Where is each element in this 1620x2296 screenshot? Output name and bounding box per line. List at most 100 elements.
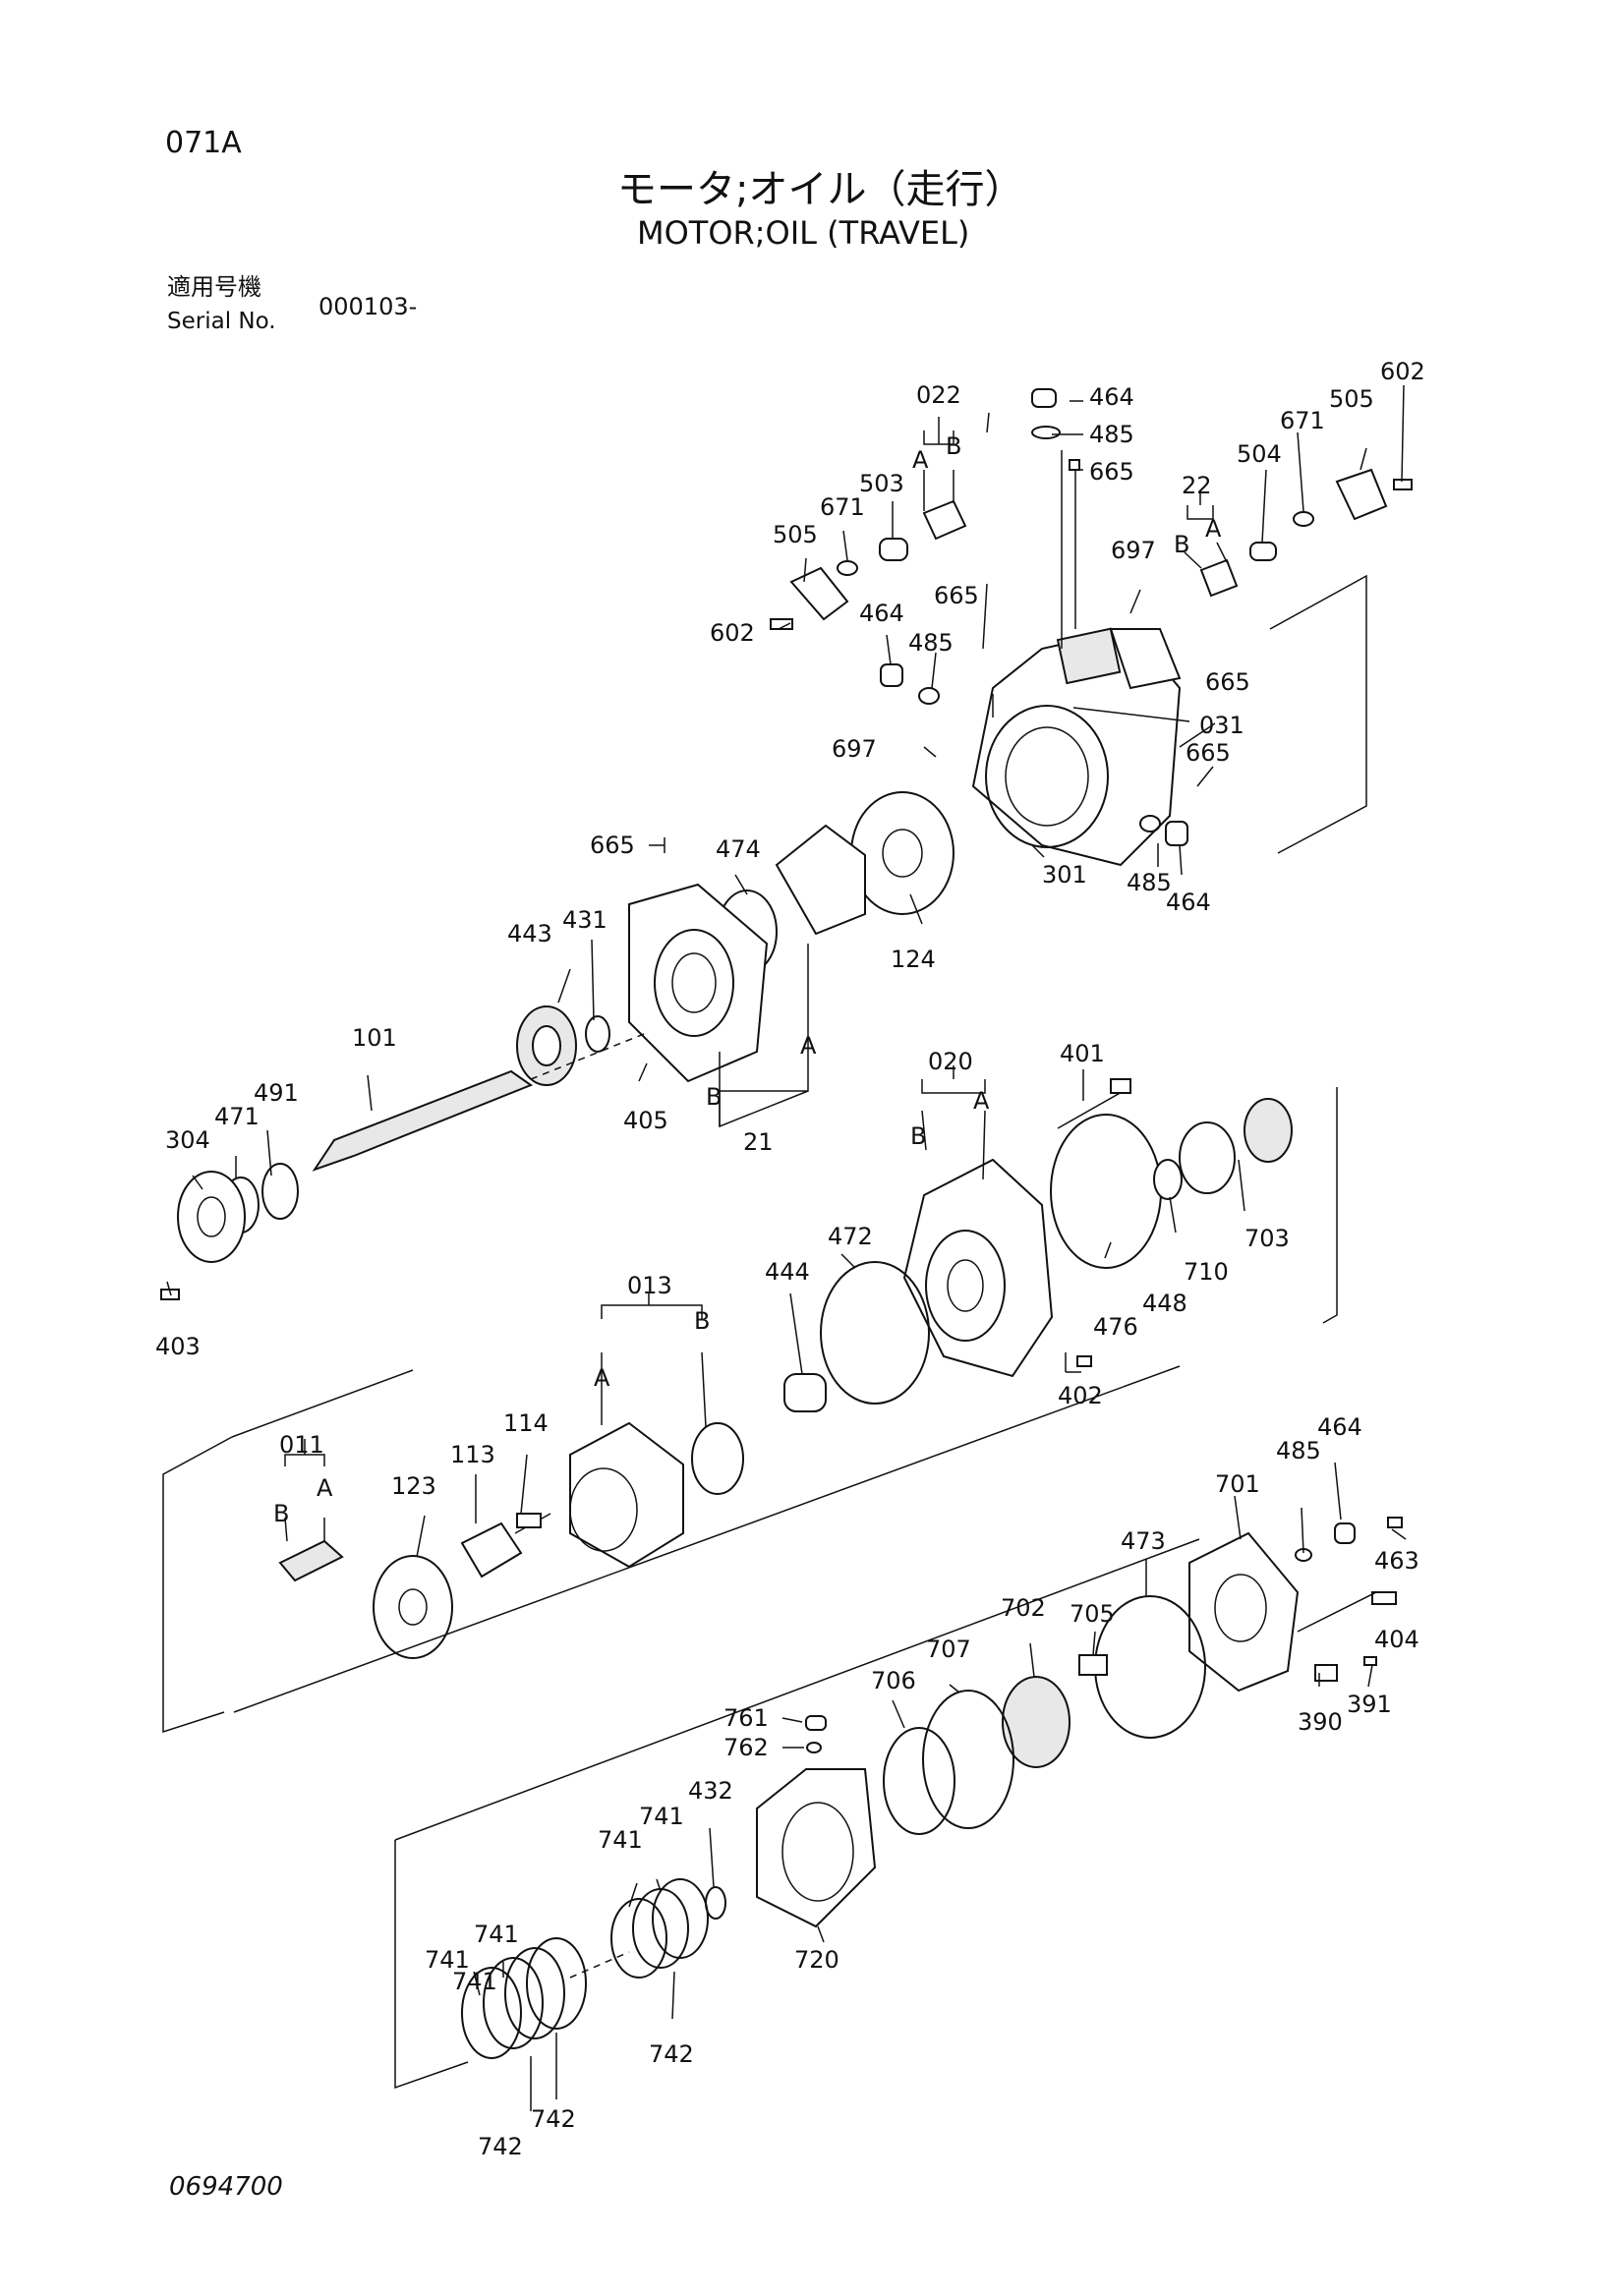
callout-label: 464 — [859, 600, 904, 627]
bearing-113 — [460, 1521, 523, 1578]
callout-label: 431 — [562, 906, 608, 934]
callout-label: 402 — [1058, 1382, 1103, 1409]
part-callouts: 022 A B 464 485 665 22 B A 602 505 671 5… — [155, 358, 1425, 2160]
leader-lines — [162, 384, 1407, 2111]
callout-label: B — [694, 1307, 710, 1335]
swash-plate-474 — [775, 824, 866, 936]
snap-ring-431 — [585, 1015, 610, 1053]
callout-label: 665 — [1186, 739, 1231, 767]
callout-label: 101 — [352, 1024, 397, 1052]
callout-label: 304 — [165, 1126, 210, 1154]
callout-label: 011 — [279, 1431, 324, 1459]
callout-label: 505 — [773, 521, 818, 548]
plate-742-b — [483, 1957, 544, 2049]
callout-label: 391 — [1347, 1691, 1392, 1718]
callout-label: 665 — [934, 582, 979, 609]
bolt-463 — [1387, 1517, 1403, 1528]
callout-label: 706 — [871, 1667, 916, 1694]
callout-label: 113 — [450, 1441, 495, 1468]
callout-label: 473 — [1121, 1527, 1166, 1555]
callout-label: 476 — [1093, 1313, 1138, 1341]
callout-label: B — [273, 1500, 289, 1527]
title-english: MOTOR;OIL (TRAVEL) — [637, 214, 970, 252]
callout-label: 707 — [926, 1636, 971, 1663]
callout-label: 390 — [1298, 1708, 1343, 1736]
cover-701 — [1188, 1531, 1300, 1693]
callout-label: 703 — [1244, 1225, 1290, 1252]
shaft-101 — [312, 1069, 534, 1172]
rivet-391 — [1363, 1656, 1377, 1666]
plug-504 — [1249, 542, 1277, 561]
bolt-401 — [1110, 1078, 1131, 1094]
oring-485-low — [1139, 815, 1161, 832]
gear-703 — [1244, 1098, 1293, 1163]
callout-label: 472 — [828, 1223, 873, 1250]
callout-label: 405 — [623, 1107, 668, 1134]
callout-label: 448 — [1142, 1290, 1187, 1317]
oring-710 — [1179, 1121, 1236, 1194]
flange-housing — [628, 883, 769, 1083]
gasket-476 — [1050, 1114, 1162, 1269]
plug-464-top — [1031, 388, 1057, 408]
callout-label: 742 — [478, 2133, 523, 2160]
cover-304 — [177, 1171, 246, 1263]
callout-label: 697 — [1111, 537, 1156, 564]
callout-label: 443 — [507, 920, 552, 947]
plate-742-a — [632, 1888, 689, 1969]
callout-label: 485 — [1127, 869, 1172, 896]
callout-label: 474 — [716, 835, 761, 863]
callout-label: B — [946, 432, 961, 460]
valve-022 — [922, 499, 967, 541]
callout-label: 403 — [155, 1333, 201, 1360]
title-japanese: モータ;オイル（走行） — [617, 167, 1024, 212]
piston-702 — [1002, 1676, 1070, 1768]
disc-741-a — [610, 1898, 667, 1979]
callout-label: 491 — [254, 1079, 299, 1107]
callout-label: A — [800, 1032, 817, 1060]
disc-741-d — [504, 1947, 565, 2039]
callout-label: B — [1174, 531, 1189, 558]
bearing-448 — [1153, 1159, 1183, 1200]
plug-761 — [805, 1715, 827, 1731]
plug-503 — [879, 538, 908, 561]
seal-491 — [261, 1163, 299, 1220]
callout-label: A — [912, 446, 929, 474]
callout-label: 464 — [1166, 889, 1211, 916]
oring-762 — [806, 1742, 822, 1753]
plate-390 — [1314, 1664, 1338, 1682]
housing-720 — [756, 1768, 877, 1928]
callout-label: 485 — [1089, 421, 1134, 448]
serial-label-jp: 適用号機 — [167, 273, 261, 301]
callout-label: 463 — [1374, 1547, 1419, 1575]
callout-label: 741 — [598, 1826, 643, 1854]
callout-label: 665 — [1089, 458, 1134, 486]
bolt-404 — [1371, 1591, 1397, 1605]
callout-label: 485 — [1276, 1437, 1321, 1464]
callout-label: 031 — [1199, 712, 1244, 739]
callout-label: 022 — [916, 381, 961, 409]
callout-label: 702 — [1001, 1594, 1046, 1622]
callout-label: 710 — [1184, 1258, 1229, 1286]
cover-505-right — [1335, 468, 1388, 521]
callout-label: 432 — [688, 1777, 733, 1805]
callout-label: 741 — [639, 1803, 684, 1830]
callout-label: 602 — [710, 619, 755, 647]
bolt-602-left — [770, 618, 793, 630]
callout-label: 705 — [1070, 1600, 1115, 1628]
bolt-402 — [1076, 1355, 1092, 1367]
spring-705 — [1078, 1654, 1108, 1676]
callout-label: 701 — [1215, 1470, 1260, 1498]
callout-label: 22 — [1182, 472, 1212, 499]
callout-label: 471 — [214, 1103, 260, 1130]
oring-485-top — [1031, 426, 1061, 439]
callout-label: 114 — [503, 1409, 549, 1437]
callout-label: 761 — [723, 1704, 769, 1732]
callout-label: 124 — [891, 946, 936, 973]
bearing-444 — [783, 1373, 827, 1412]
oring-472 — [820, 1261, 930, 1405]
callout-label: 665 — [590, 832, 635, 859]
callout-label: 444 — [765, 1258, 810, 1286]
callout-label: 742 — [649, 2040, 694, 2068]
callout-label: 485 — [908, 629, 954, 657]
housing-031 — [971, 627, 1182, 867]
